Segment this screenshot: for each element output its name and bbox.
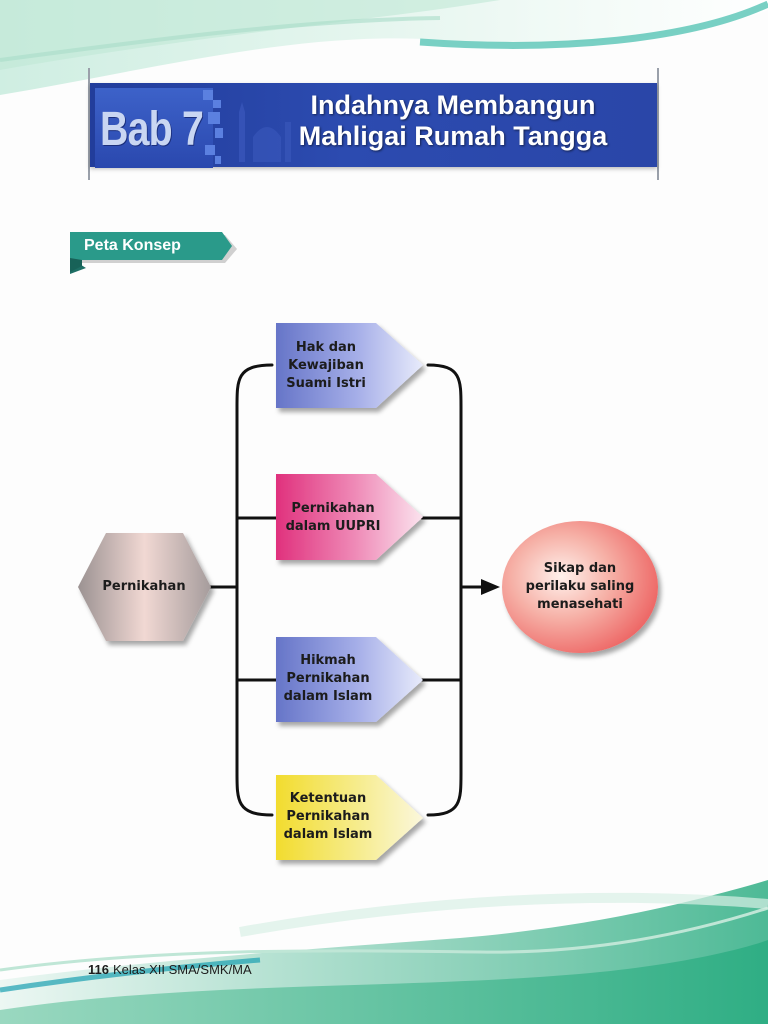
branch-node-1-shape — [276, 323, 423, 408]
bottom-wave-decoration — [0, 880, 768, 1024]
banner-frame-left — [88, 68, 90, 180]
branch-node-3-shape — [276, 637, 423, 722]
top-wave-decoration — [0, 0, 768, 95]
pixel-decoration — [213, 100, 221, 108]
pixel-decoration — [215, 156, 221, 164]
chapter-title-line-2: Mahligai Rumah Tangga — [298, 121, 608, 151]
branch-node-1-label: Hak dan Kewajiban Suami Istri — [286, 340, 366, 391]
branch-node-4-shape — [276, 775, 423, 860]
branch-node-4-label: Ketentuan Pernikahan dalam Islam — [283, 791, 373, 842]
banner-frame-right — [657, 68, 659, 180]
pixel-decoration — [208, 112, 220, 124]
branch-node-2-label: Pernikahan dalam UUPRI — [285, 501, 381, 534]
page-number: 116 — [88, 962, 109, 977]
branch-node-2-shape — [276, 474, 423, 560]
chapter-title-line-1: Indahnya Membangun — [310, 90, 596, 120]
book-title: Kelas XII SMA/SMK/MA — [112, 962, 252, 977]
arrow-head-icon — [481, 579, 500, 595]
pixel-decoration — [205, 145, 215, 155]
chapter-label: Bab 7 — [100, 103, 204, 156]
right-bracket — [426, 363, 463, 817]
target-node-label: Sikap dan perilaku saling menasehati — [525, 561, 635, 612]
left-bracket — [235, 363, 274, 817]
target-node-shape — [502, 521, 658, 653]
mosque-silhouette-icon — [239, 102, 291, 162]
source-node-shape — [78, 533, 211, 641]
connector-lines — [208, 363, 490, 817]
pixel-decoration — [203, 90, 213, 100]
pixel-decoration — [215, 128, 223, 138]
chapter-title: Indahnya Membangun Mahligai Rumah Tangga — [268, 90, 638, 158]
section-label: Peta Konsep — [84, 237, 181, 254]
source-node-label: Pernikahan — [102, 579, 186, 594]
branch-node-3-label: Hikmah Pernikahan dalam Islam — [283, 653, 373, 704]
chapter-badge — [95, 88, 213, 168]
section-ribbon — [70, 232, 237, 274]
